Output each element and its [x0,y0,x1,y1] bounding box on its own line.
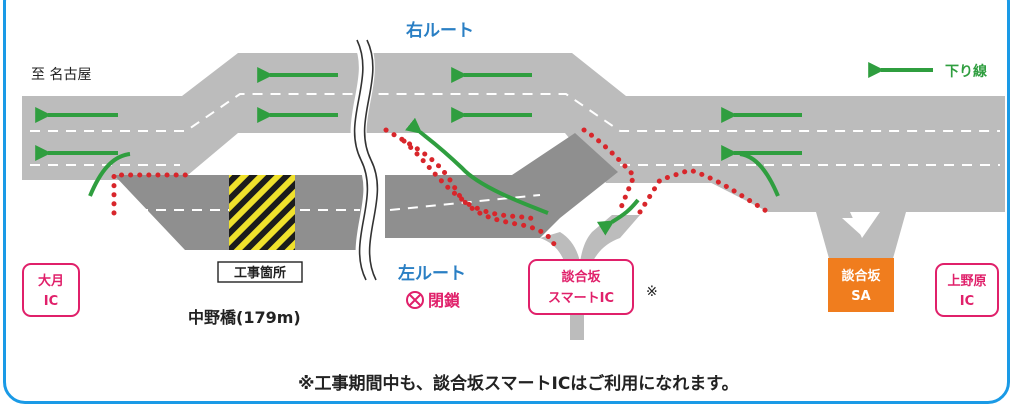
smart-ic-ramps [540,215,640,340]
construction-zone [229,175,295,250]
uenohara-ic-line1: 上野原 [947,274,986,289]
smart-ic-line1: 談合坂 [561,269,601,285]
uenohara-ic-line2: IC [960,294,974,309]
right-route-label: 右ルート [406,20,474,41]
closed-icon [406,291,424,309]
uenohara-ic-box[interactable]: 上野原 IC [935,263,999,317]
arrow-12 [596,198,640,236]
main-road-lower-left [22,140,182,180]
arrow-11 [405,117,549,215]
construction-site-label: 工事箇所 [234,265,286,281]
arrow-9 [88,152,131,197]
smart-ic-box[interactable]: 談合坂 スマートIC [528,259,634,315]
note-text: ※工事期間中も、談合坂スマートICはご利用になれます。 [298,373,739,394]
main-road-lower-right [606,140,1005,212]
otsuki-ic-box[interactable]: 大月 IC [22,263,80,317]
direction-arrows [35,62,933,236]
sa-line2: SA [851,289,870,304]
closed-label: 閉鎖 [428,291,461,310]
direction-label: 下り線 [945,63,987,80]
break-line-symbol [350,36,380,284]
sa-line1: 談合坂 [841,268,881,284]
left-route-label: 左ルート [398,263,466,284]
sa-island [842,218,872,236]
otsuki-ic-line1: 大月 [38,273,64,289]
otsuki-ic-line2: IC [44,294,58,309]
construction-site-box: 工事箇所 [217,261,303,283]
closure-lines [111,127,771,253]
arrow-10 [739,152,780,197]
smart-ic-line2: スマートIC [548,291,614,306]
smart-ic-note-mark: ※ [646,284,658,300]
sa-branch [816,212,906,262]
destination-label: 至 名古屋 [31,67,91,83]
sa-box[interactable]: 談合坂 SA [828,258,894,312]
bridge-label: 中野橋(179m) [188,308,301,327]
frame-border [3,0,1010,404]
